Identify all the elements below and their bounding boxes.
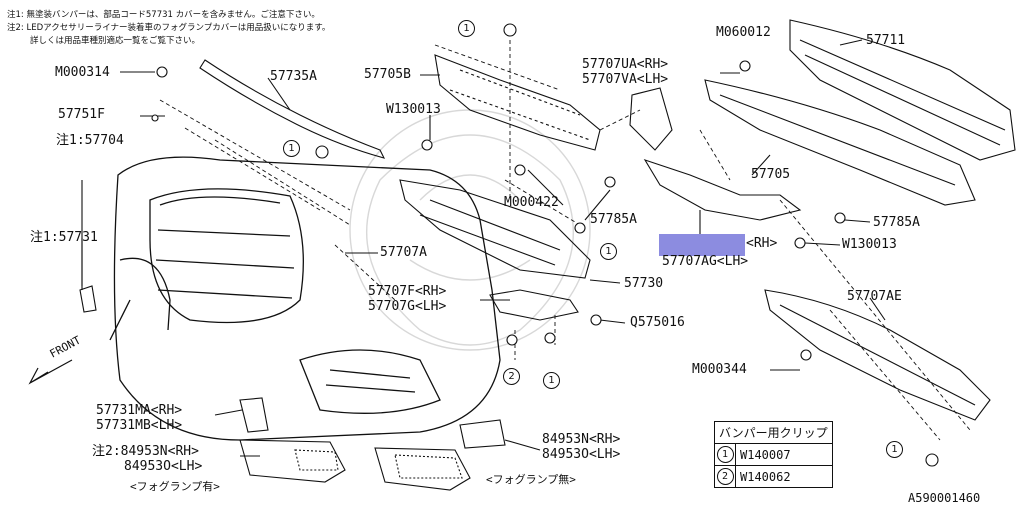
label-M000422: M000422 xyxy=(504,195,559,210)
label-57731MA: 57731MA<RH> xyxy=(96,403,183,418)
fasteners xyxy=(151,23,939,467)
clip-part-1: W140007 xyxy=(735,443,833,466)
label-57705B: 57705B xyxy=(364,67,411,82)
leader-lines xyxy=(81,39,886,457)
label-57731MB: 57731MB<LH> xyxy=(96,418,183,433)
fog-cover-with xyxy=(239,439,346,483)
part-57707AE xyxy=(764,289,991,421)
watermark-emblem xyxy=(349,109,591,351)
callout-1-d: 1 xyxy=(543,372,560,389)
part-57711 xyxy=(789,19,1016,161)
caption-fog-with: <フォグランプ有> xyxy=(130,480,220,493)
fog-bracket xyxy=(459,419,506,449)
label-57707AE: 57707AE xyxy=(847,289,902,304)
label-Q575016: Q575016 xyxy=(630,315,685,330)
bumper-clip-table: バンパー用クリップ 1 W140007 2 W140062 xyxy=(714,421,833,488)
label-57730: 57730 xyxy=(624,276,664,291)
highlight-box xyxy=(659,234,745,256)
clip-table-header: バンパー用クリップ xyxy=(714,421,833,444)
clip-table-header-row: バンパー用クリップ xyxy=(714,421,833,444)
label-57707A: 57707A xyxy=(380,245,427,260)
callout-2-a: 2 xyxy=(503,368,520,385)
label-57707-rh: <RH> xyxy=(746,236,778,251)
callout-1-c: 1 xyxy=(600,243,617,260)
guide-lines xyxy=(159,40,971,441)
part-57707F xyxy=(489,289,579,321)
label-M060012: M060012 xyxy=(716,25,771,40)
part-57705B xyxy=(434,54,601,151)
part-57707UA xyxy=(629,87,673,151)
clip-mark-2: 2 xyxy=(716,468,734,485)
diagram-code: A590001460 xyxy=(908,491,981,505)
label-M000344: M000344 xyxy=(692,362,747,377)
label-84953O-left: 84953O<LH> xyxy=(124,459,203,474)
label-57785A-b: 57785A xyxy=(873,215,920,230)
label-84953N-right: 84953N<RH> xyxy=(542,432,621,447)
callout-1-a: 1 xyxy=(458,20,475,37)
part-57705 xyxy=(704,79,976,206)
fog-cover-without xyxy=(374,447,471,491)
clip-table-row: 1 W140007 xyxy=(714,443,833,466)
label-84953O-right: 84953O<LH> xyxy=(542,447,621,462)
label-57707AG: 57707AG<LH> xyxy=(662,254,749,269)
clip-part-2: W140062 xyxy=(735,465,833,488)
part-57731 xyxy=(79,285,97,313)
label-57751F: 57751F xyxy=(58,107,105,122)
part-57730 xyxy=(399,179,591,279)
label-57707F: 57707F<RH> xyxy=(368,284,447,299)
label-57705: 57705 xyxy=(751,167,791,182)
clip-mark-1: 1 xyxy=(716,446,734,463)
clip-table-row: 2 W140062 xyxy=(714,465,833,488)
label-57711: 57711 xyxy=(866,33,906,48)
part-57707AG xyxy=(643,159,802,221)
note-2: 注2: LEDアクセサリーライナー装着車のフォグランプカバーは用品扱いになります… xyxy=(7,23,331,33)
bumper-face xyxy=(109,156,501,441)
front-arrow-icon xyxy=(28,359,73,385)
note-3: 詳しくは用品車種別適応一覧をご覧下さい。 xyxy=(30,36,201,46)
label-84953N-left: 注2:84953N<RH> xyxy=(92,444,199,459)
label-W130013-a: W130013 xyxy=(386,102,441,117)
note-1: 注1: 無塗装バンパーは、部品コード57731 カバーを含みません。ご注意下さい… xyxy=(7,10,320,20)
label-57731: 注1:57731 xyxy=(30,230,98,245)
label-W130013-b: W130013 xyxy=(842,237,897,252)
label-57735A: 57735A xyxy=(270,69,317,84)
caption-fog-without: <フォグランプ無> xyxy=(486,473,576,486)
label-57707UA: 57707UA<RH> xyxy=(582,57,669,72)
callout-1-e: 1 xyxy=(886,441,903,458)
part-57735A xyxy=(199,59,386,159)
label-57785A-a: 57785A xyxy=(590,212,637,227)
label-57704: 注1:57704 xyxy=(56,133,124,148)
label-M000314: M000314 xyxy=(55,65,110,80)
label-57707G: 57707G<LH> xyxy=(368,299,447,314)
label-57707VA: 57707VA<LH> xyxy=(582,72,669,87)
callout-1-b: 1 xyxy=(283,140,300,157)
